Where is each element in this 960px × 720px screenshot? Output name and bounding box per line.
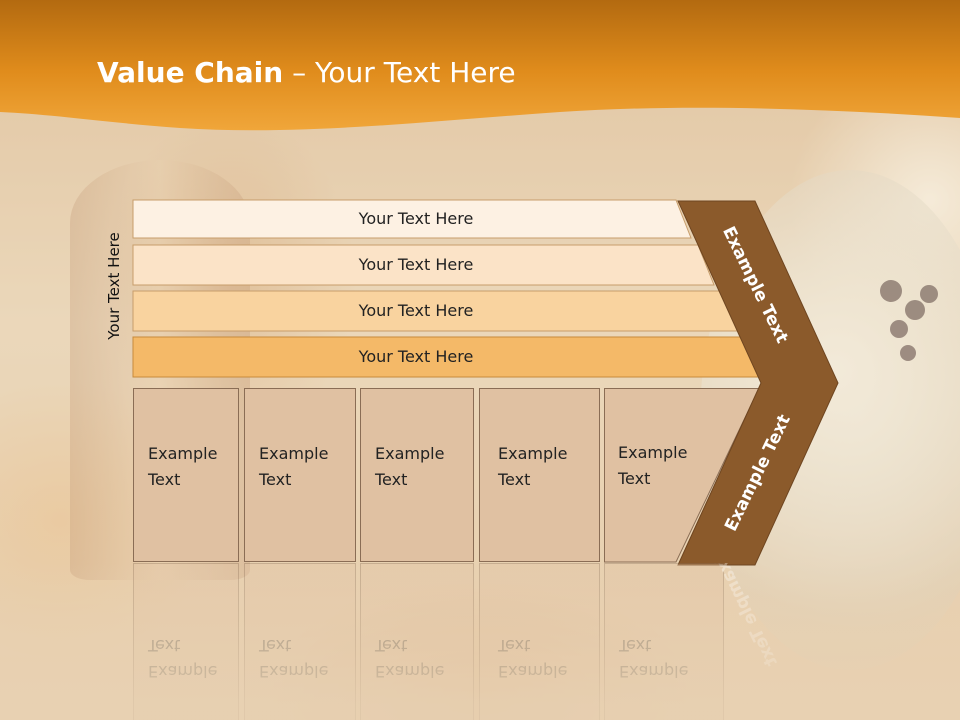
- background-berry: [920, 285, 938, 303]
- background-berry: [890, 320, 908, 338]
- bar-label: Your Text Here: [358, 301, 474, 320]
- background-berry: [880, 280, 902, 302]
- example-box-line: Text: [618, 469, 651, 488]
- example-box-line: Text: [148, 470, 181, 489]
- bar-label: Your Text Here: [358, 347, 474, 366]
- example-box-line: Example: [375, 444, 445, 463]
- page-title: Value Chain – Your Text Here: [97, 56, 516, 89]
- bar-shape: [132, 244, 715, 286]
- example-box-line: Text: [498, 470, 531, 489]
- bar-label: Your Text Here: [358, 209, 474, 228]
- example-box-line: Text: [259, 470, 292, 489]
- bar-shape: [132, 199, 692, 239]
- example-box-line: Example: [259, 444, 329, 463]
- example-box-shape: [604, 388, 760, 563]
- example-box-line: Example: [148, 444, 218, 463]
- example-box-line: Text: [375, 470, 408, 489]
- background-berry: [900, 345, 916, 361]
- background-berry: [905, 300, 925, 320]
- example-box-line: Example: [618, 443, 688, 462]
- example-box-line: Example: [498, 444, 568, 463]
- title-rest: – Your Text Here: [283, 56, 516, 89]
- title-strong: Value Chain: [97, 56, 284, 89]
- header-band: Value Chain – Your Text Here: [0, 0, 960, 140]
- header-wave: [0, 0, 960, 131]
- bar-label: Your Text Here: [358, 255, 474, 274]
